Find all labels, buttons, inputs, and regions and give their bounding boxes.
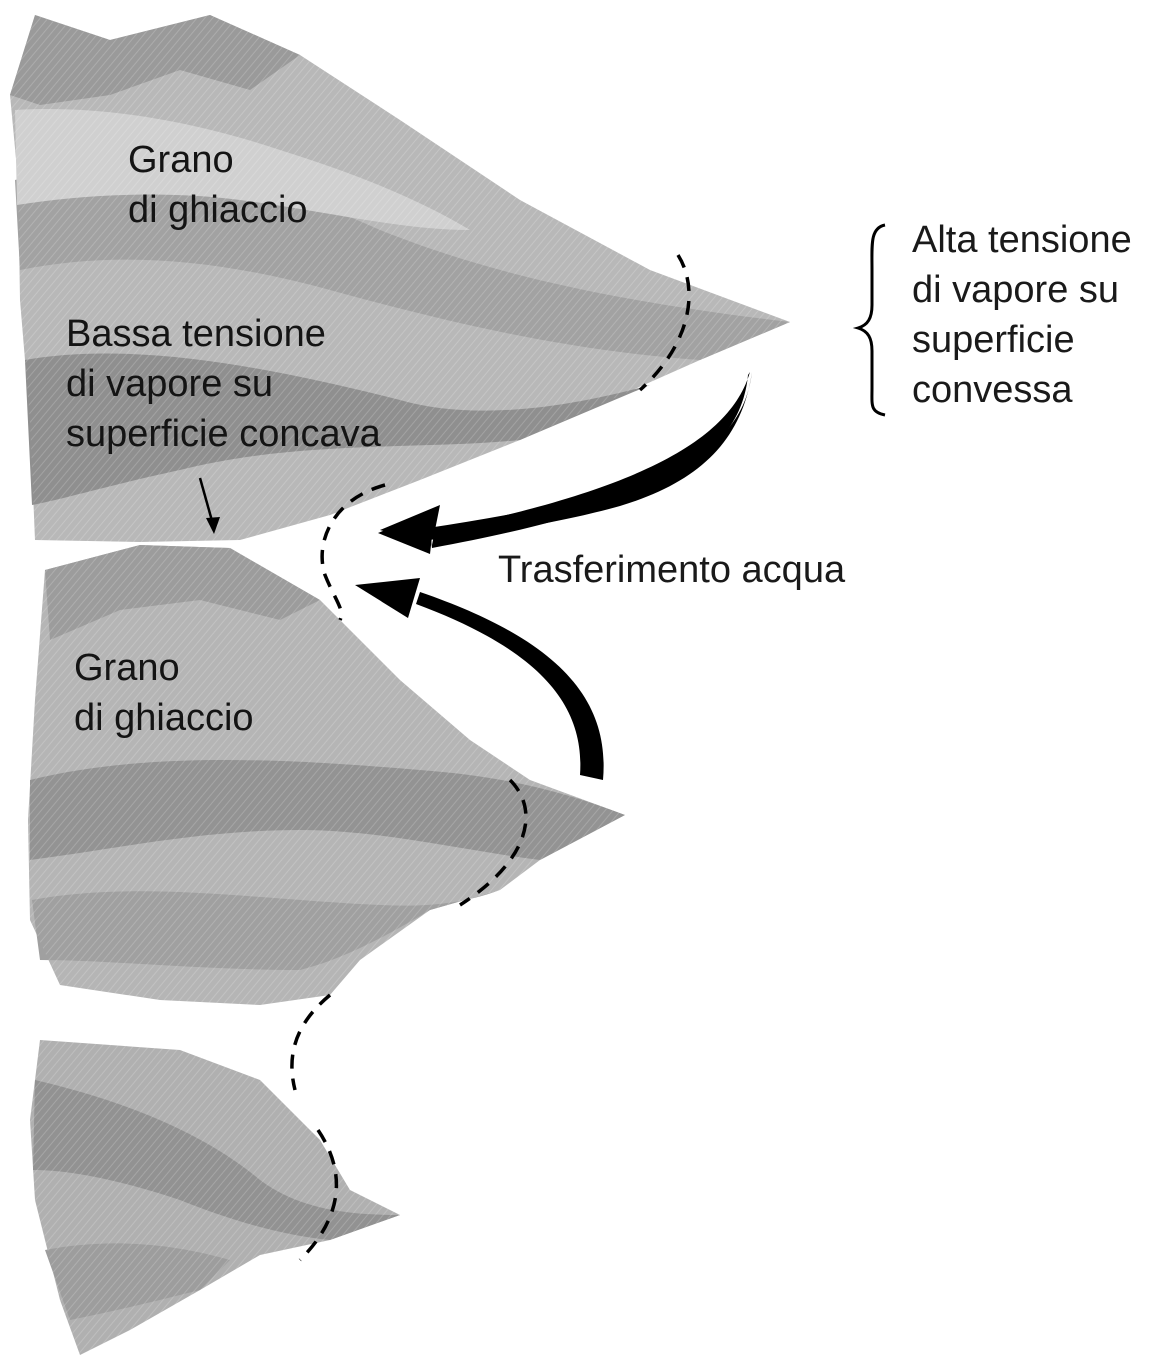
arrow-upper-head [378,510,435,554]
ice-grain-bottom [30,1040,400,1355]
curly-brace [858,225,885,415]
label-transfer: Trasferimento acqua [498,549,846,591]
dashed-line-lower-gap [292,995,330,1090]
arrow-lower-head [355,578,420,618]
ice-grain-middle [28,545,625,1005]
label-high-pressure: Alta tensione di vapore su superficie co… [912,219,1142,411]
